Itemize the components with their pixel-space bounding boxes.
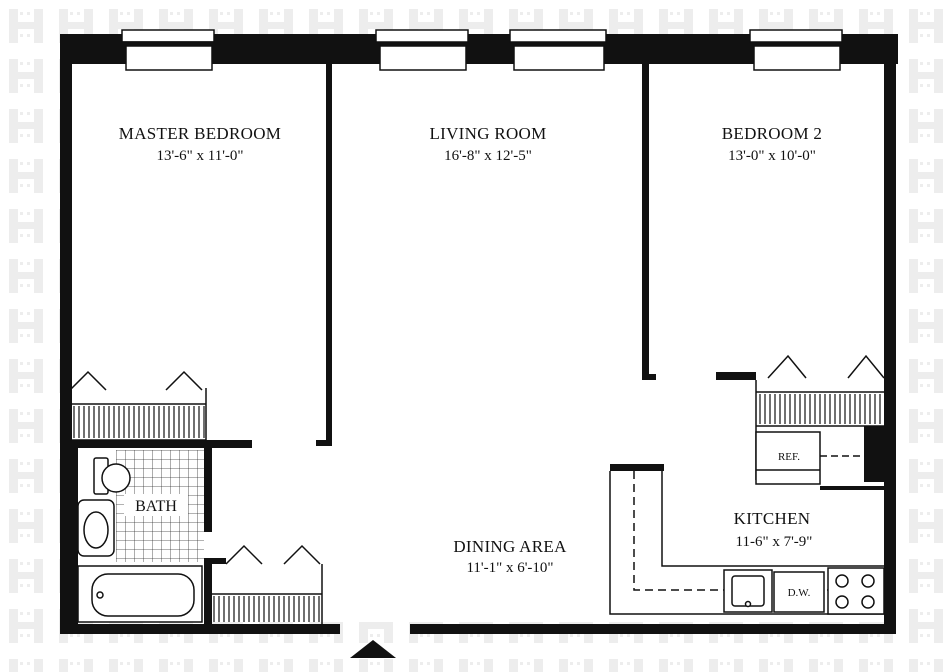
closet-hall — [212, 544, 323, 624]
wall-bath-right — [204, 448, 212, 532]
window-master-bedroom — [121, 29, 215, 71]
closet-master — [69, 370, 207, 441]
kitchen-name: KITCHEN — [734, 509, 811, 528]
windows — [121, 29, 843, 71]
kitchen-counter — [609, 471, 884, 615]
wall-bottom-left — [60, 624, 340, 634]
closet-bedroom2-hangers — [759, 394, 881, 424]
living-room-name: LIVING ROOM — [429, 124, 546, 143]
window-living-room-2 — [509, 29, 607, 71]
closet-bedroom2 — [755, 354, 885, 480]
kitchen-dimensions: 11-6" x 7'-9" — [736, 534, 813, 550]
dining-area-name: DINING AREA — [453, 537, 567, 556]
wall-partition-living-bedroom2 — [642, 64, 649, 380]
closet-hall-hangers — [213, 596, 320, 622]
closet-master-hangers — [73, 406, 205, 438]
kitchen-sink — [723, 569, 773, 613]
refrigerator-label: REF. — [778, 451, 800, 463]
wall-partition-master-living — [326, 64, 332, 446]
master-bedroom-name: MASTER BEDROOM — [119, 124, 281, 143]
wall-left — [60, 34, 72, 634]
bath-label: BATH — [135, 498, 177, 515]
bedroom-2-dimensions: 13'-0" x 10'-0" — [728, 148, 816, 164]
wall-kitchen-top — [610, 464, 664, 471]
bedroom-2-name: BEDROOM 2 — [722, 124, 822, 143]
bathtub — [77, 565, 203, 623]
window-living-room-1 — [375, 29, 469, 71]
wall-right — [884, 34, 896, 634]
bath-sink — [77, 499, 115, 557]
wall-bedroom2-bottom — [716, 372, 756, 380]
bath-area — [77, 450, 204, 623]
toilet — [93, 457, 131, 495]
dining-area-dimensions: 11'-1" x 6'-10" — [466, 560, 553, 576]
window-bedroom-2 — [749, 29, 843, 71]
wall-master-bottom — [72, 440, 252, 448]
dishwasher-label: D.W. — [788, 587, 811, 599]
wall-bottom-right — [410, 624, 896, 634]
living-room-dimensions: 16'-8" x 12'-5" — [444, 148, 532, 164]
dishwasher — [773, 571, 825, 613]
stove — [827, 567, 885, 615]
master-bedroom-dimensions: 13'-6" x 11'-0" — [156, 148, 243, 164]
entry-arrow-icon — [350, 640, 396, 658]
refrigerator — [755, 431, 866, 485]
